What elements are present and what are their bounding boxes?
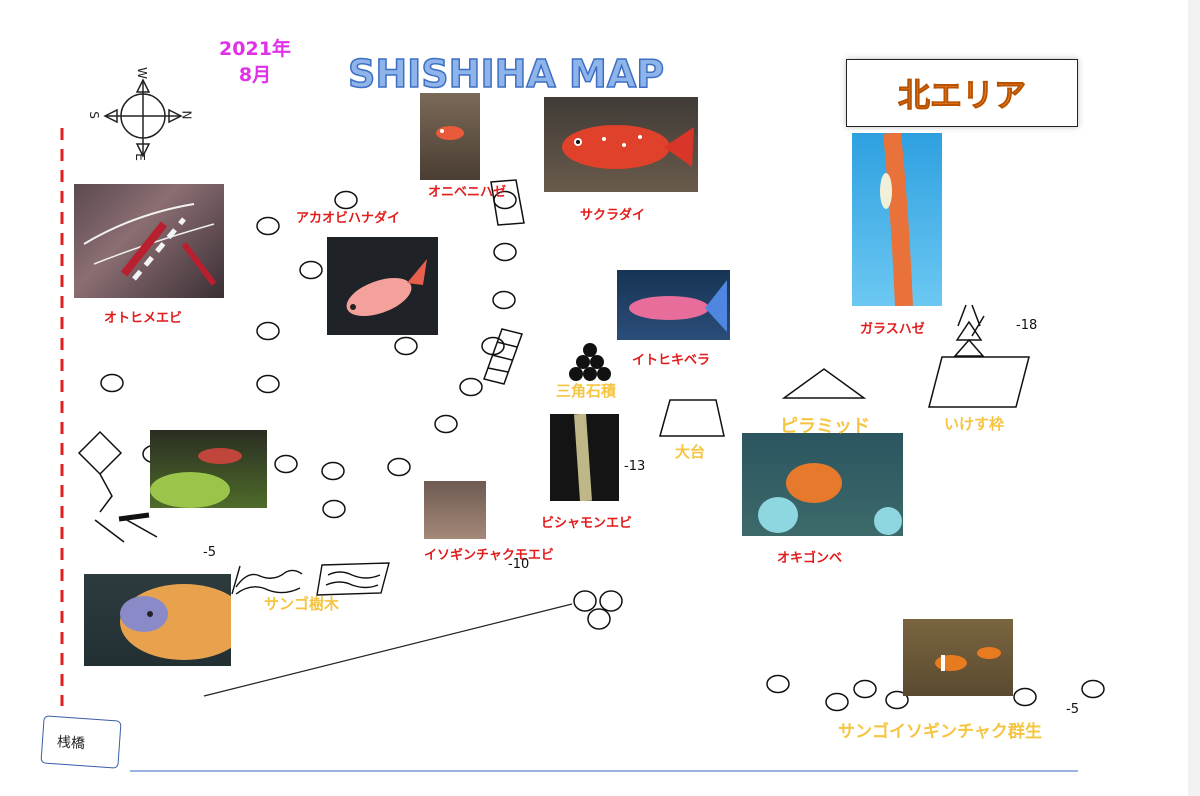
depth-5-left: -5 (203, 545, 216, 560)
dock-label: 桟橋 (40, 715, 122, 769)
otohime-photo (74, 184, 224, 298)
ladder-frame-shape (483, 328, 523, 385)
label-pyramid: ピラミッド (780, 416, 870, 437)
ohdai-shape (659, 399, 725, 437)
bishamon-photo (550, 414, 619, 501)
label-okigonbe: オキゴンベ (777, 551, 843, 566)
okigonbe-photo (742, 433, 903, 536)
label-sakura: サクラダイ (580, 208, 646, 223)
year-label: 2021年 (219, 38, 291, 60)
label-sango: サンゴ樹木 (264, 595, 340, 613)
rock-markers (100, 190, 1105, 712)
label-itohiki: イトヒキベラ (632, 353, 711, 368)
anchor-bar (118, 512, 150, 522)
label-isoginchaku-moebi: イソギンチャクモエビ (424, 548, 554, 563)
label-ikesu: いけす枠 (944, 415, 1005, 433)
label-akaobi: アカオビハナダイ (296, 211, 401, 226)
compass-south-label: S (86, 111, 101, 119)
coral-tree-shape (231, 562, 390, 596)
label-sango-iso: サンゴイソギンチャク群生 (838, 722, 1042, 742)
depth-18: -18 (1016, 318, 1038, 333)
area-label: 北エリア (897, 76, 1026, 115)
lionfish-photo (150, 430, 267, 508)
label-garasu: ガラスハゼ (860, 322, 925, 337)
month-label: 8月 (238, 64, 272, 86)
label-ohdai: 大台 (675, 443, 706, 461)
compass-icon (103, 78, 183, 158)
kobudai-photo (84, 574, 231, 666)
clownfish-photo (903, 619, 1013, 696)
depth-5-right: -5 (1066, 702, 1079, 717)
label-bishamon: ビシャモンエビ (541, 516, 633, 531)
depth-10: -10 (508, 557, 530, 572)
compass-east-label: E (132, 153, 147, 161)
sakura-photo (544, 97, 698, 192)
isoginchaku-moebi-photo (424, 481, 486, 539)
anchor-marker (77, 430, 158, 543)
garasu-photo (852, 133, 942, 306)
buoy-icon (953, 304, 985, 357)
onibeni-photo (420, 93, 480, 180)
pyramid-shape (781, 368, 867, 399)
compass-west-label: W (134, 67, 149, 79)
map-title: SHISHIHA MAP (347, 51, 665, 97)
ikesu-frame-shape (928, 356, 1030, 408)
small-frame-shape (490, 179, 525, 226)
label-otohime: オトヒメエビ (104, 311, 183, 326)
itohiki-photo (617, 270, 730, 340)
rope-line (203, 603, 573, 697)
compass-north-label: N (179, 110, 194, 120)
akaobi-photo (327, 237, 438, 335)
depth-13: -13 (624, 459, 646, 474)
label-onibeni: オニベニハゼ (428, 185, 507, 200)
stone-pile-icon (569, 343, 611, 381)
area-label-box: 北エリア (846, 59, 1078, 127)
label-sankaku: 三角石積 (556, 382, 617, 400)
